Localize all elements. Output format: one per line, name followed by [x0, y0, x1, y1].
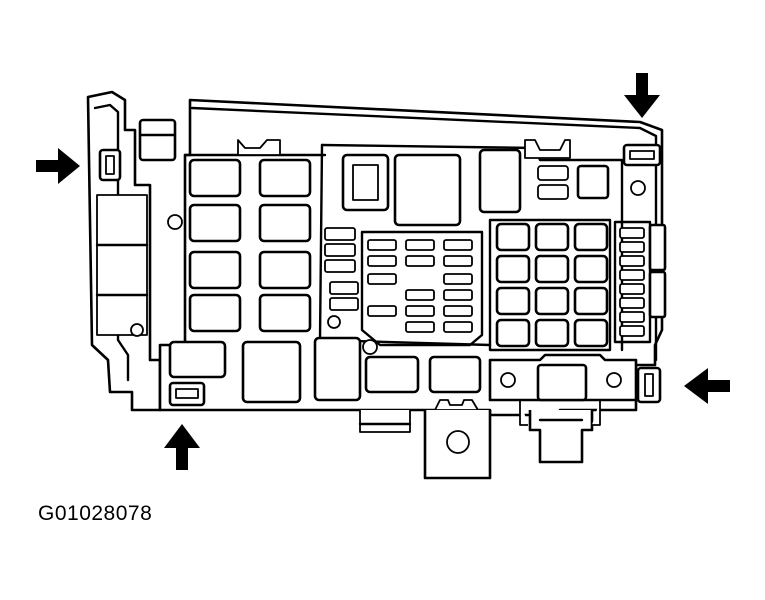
relay: [258, 250, 312, 290]
large-relay: [241, 340, 302, 404]
mounting-hole: [362, 339, 378, 355]
right-bottom-clip: [636, 366, 662, 404]
relay: [258, 203, 312, 243]
mounting-hole: [327, 315, 341, 329]
top-right-clip: [622, 143, 662, 167]
relay: [188, 203, 242, 243]
relay: [258, 293, 312, 333]
relay: [313, 336, 362, 402]
left-relay-grid: [167, 158, 312, 333]
mini-fuse-panel: [324, 227, 484, 347]
right-relay-grid: [488, 218, 612, 352]
relay: [478, 148, 522, 214]
top-connector-tabs: [138, 118, 571, 162]
arrow-bottom-pointing-up: [164, 424, 200, 470]
mounting-hole: [500, 372, 516, 388]
relay: [258, 158, 312, 198]
left-clip: [98, 148, 122, 182]
large-relay: [393, 153, 462, 227]
relay: [428, 355, 482, 394]
mounting-hole: [167, 214, 183, 230]
small-fuse: [537, 165, 569, 181]
mounting-hole: [606, 372, 622, 388]
relay: [188, 293, 242, 333]
figure-code-label: G01028078: [38, 502, 153, 525]
bottom-mounting-tabs: [358, 399, 601, 480]
relay: [188, 158, 242, 198]
bottom-relay-row: [168, 336, 482, 404]
relay: [188, 250, 242, 290]
relay: [364, 355, 420, 394]
relay: [168, 340, 227, 379]
arrow-top-pointing-down: [624, 73, 660, 118]
bottom-right-mounting-strip: [488, 353, 638, 402]
arrow-right-pointing-left: [684, 368, 730, 404]
relay: [576, 164, 610, 200]
top-left-connector: [138, 118, 177, 162]
center-top-relays: [341, 148, 646, 227]
mounting-hole: [630, 180, 646, 196]
arrow-left-pointing-right: [36, 148, 80, 184]
small-fuse: [537, 184, 569, 200]
right-fuse-column: [613, 220, 667, 344]
bottom-left-clip: [168, 381, 206, 407]
bracket-slot: [96, 194, 148, 336]
bracket-bolt-hole: [446, 430, 470, 454]
bracket-screw-hole: [130, 323, 144, 337]
